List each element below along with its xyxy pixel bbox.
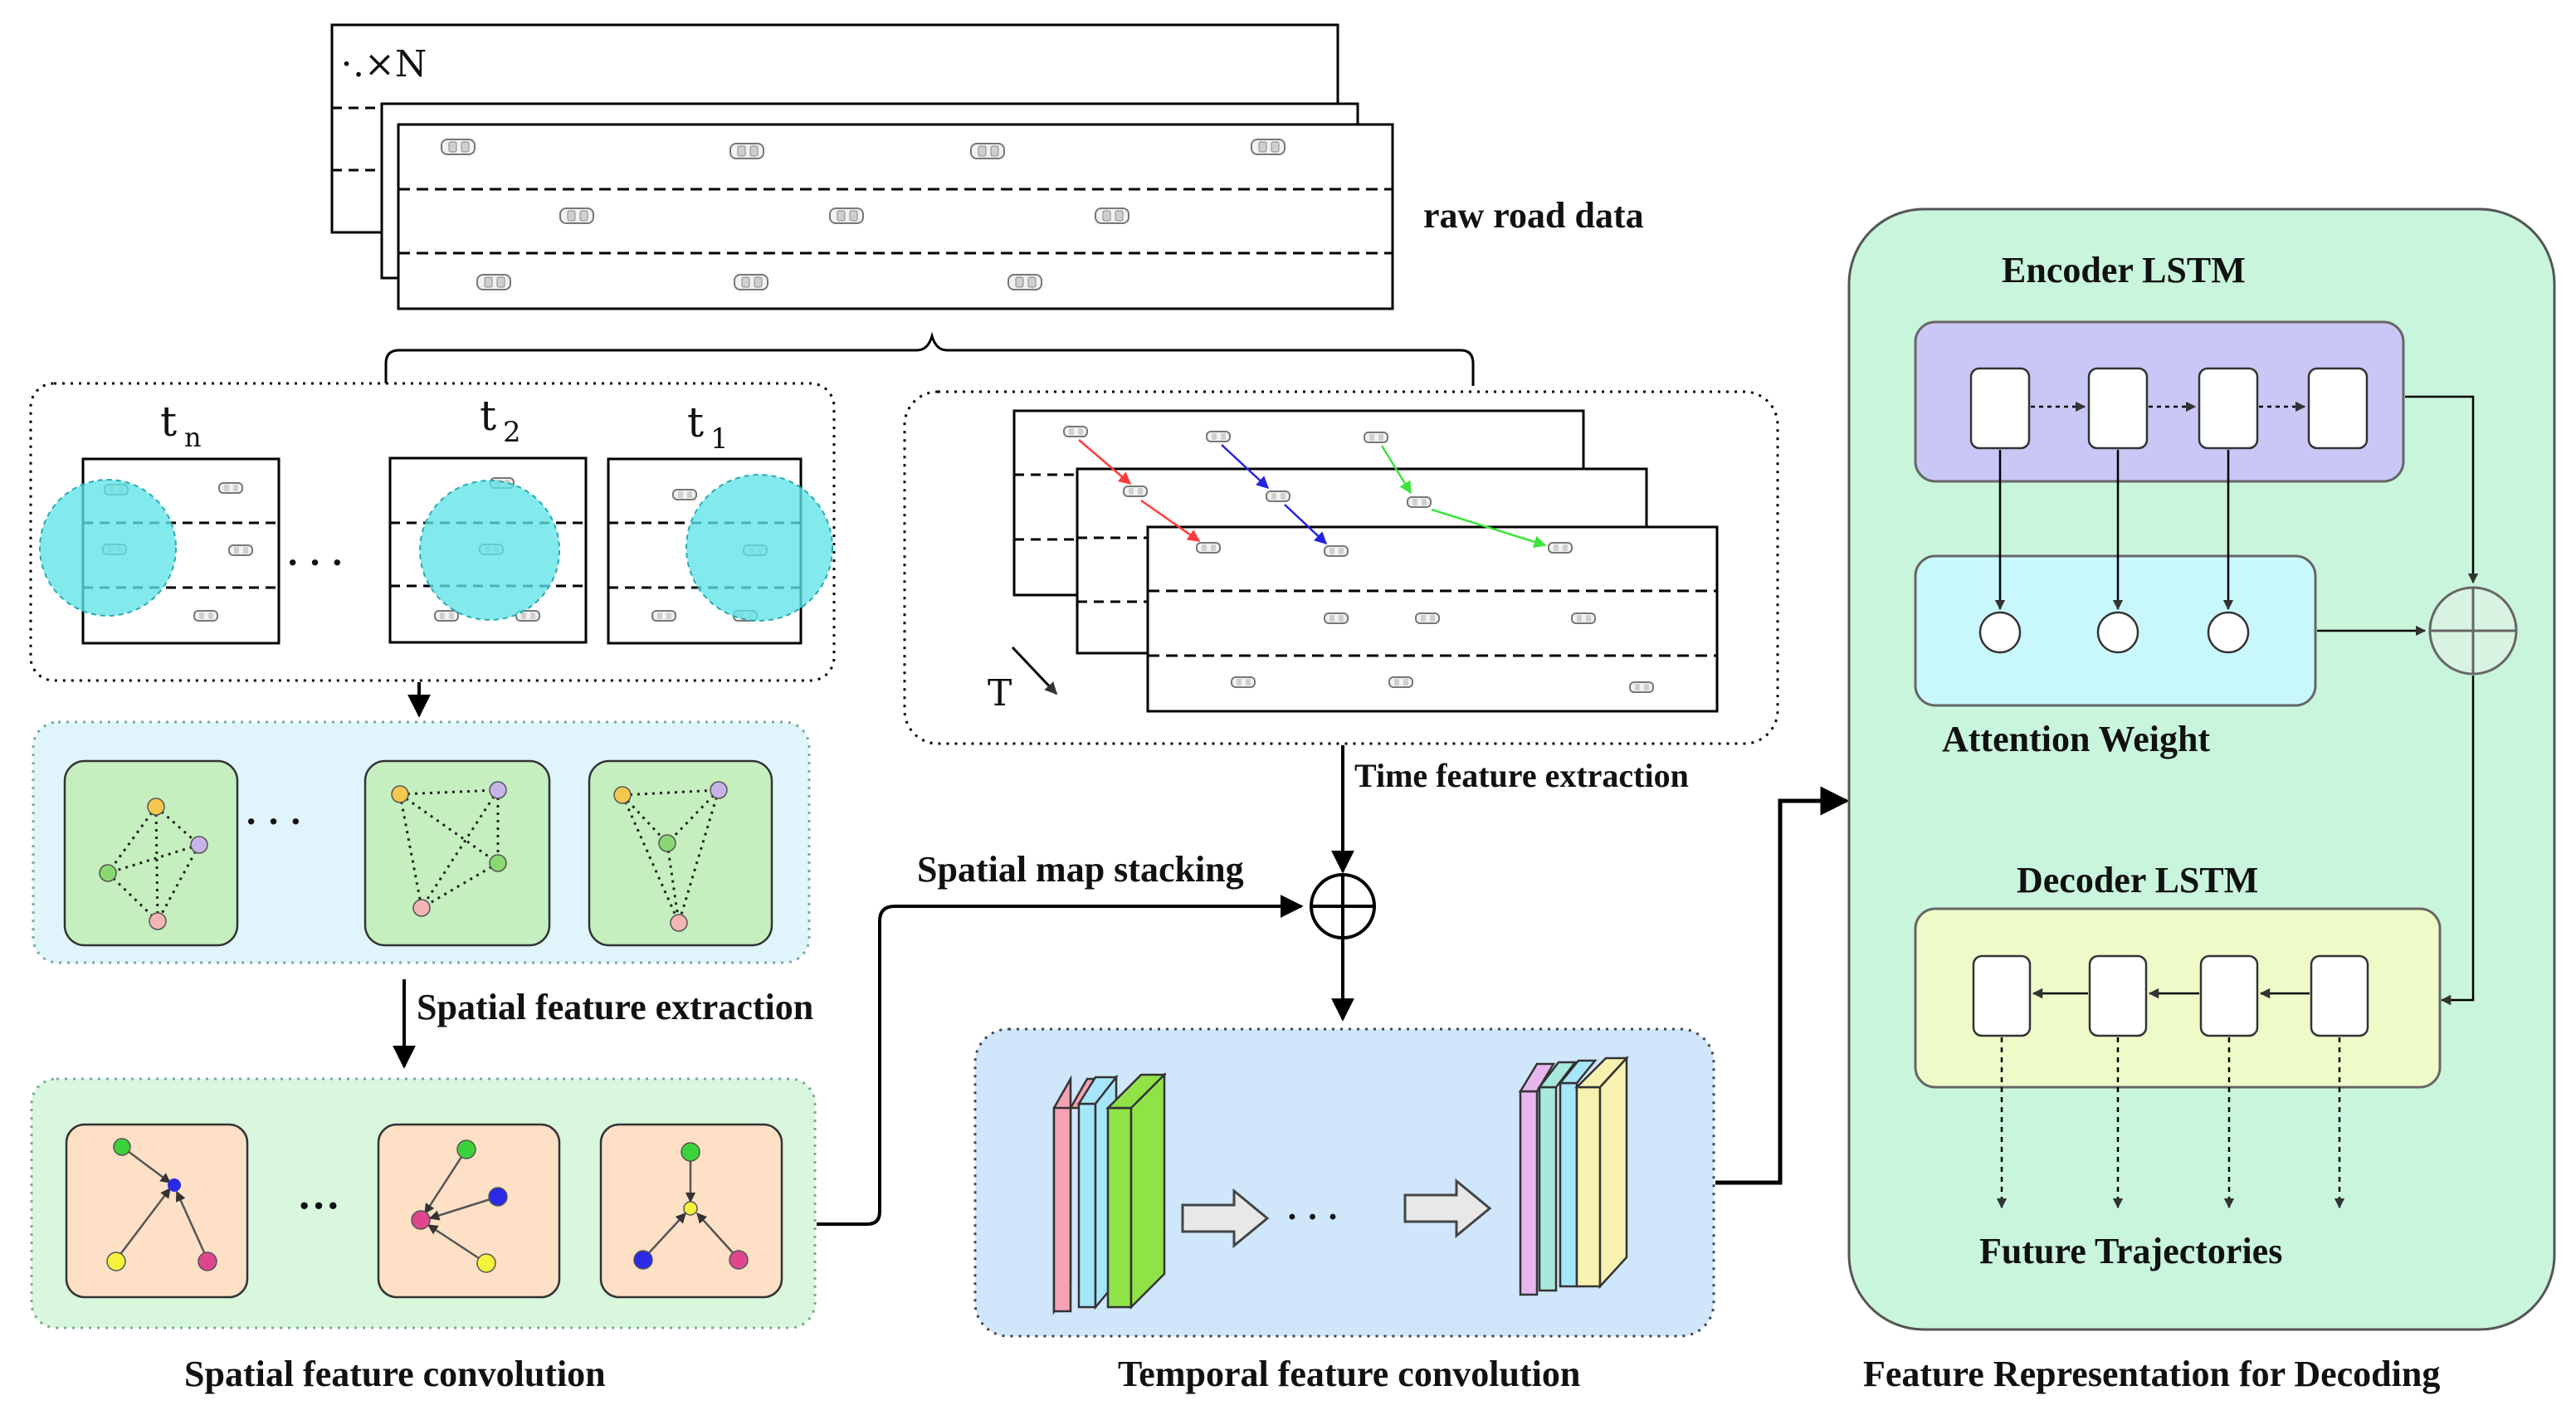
encoder-cell [2198, 367, 2259, 450]
time-label-tn-sub: n [184, 422, 202, 453]
encoder-cell [1969, 367, 2031, 450]
conv-arrow-1 [1181, 1188, 1270, 1249]
spatial-map-stacking-label: Spatial map stacking [917, 849, 1244, 890]
graph-tile-t2 [363, 759, 551, 947]
decoder-cell [2088, 954, 2148, 1037]
time-label-t2: t [480, 392, 496, 440]
attention-node [2207, 611, 2250, 654]
graph-ellipsis: · · · [245, 800, 302, 842]
encoder-lstm-label: Encoder LSTM [2002, 250, 2246, 290]
output-arrows [1996, 1037, 2345, 1209]
encoder-block [1914, 320, 2405, 483]
time-label-t1: t [687, 398, 704, 446]
decoder-cell [2310, 954, 2369, 1037]
neighborhood-circle [419, 480, 560, 621]
graph-tile-t1 [588, 759, 773, 947]
stack-count-label: ⋅.×N [340, 43, 427, 85]
sum-to-decoder-arrow [2440, 676, 2475, 1006]
conv-tile-1 [65, 1123, 249, 1299]
neighborhood-circle [685, 474, 833, 622]
time-label-tn: t [160, 398, 177, 446]
attention-block [1914, 450, 2317, 707]
attention-node [1978, 611, 2022, 654]
temporal-conv-panel: · · · [973, 1027, 1715, 1338]
future-trajectories-label: Future Trajectories [1979, 1231, 2282, 1271]
time-feature-extraction-label: Time feature extraction [1354, 757, 1689, 794]
feature-map-stack-output [1518, 1055, 1629, 1296]
trajectory-arrows [1078, 439, 1547, 549]
spatial-graph-panel: · · · [32, 720, 811, 964]
raw-road-frame [397, 123, 1394, 310]
decoder-cell [1972, 954, 2032, 1037]
attention-node [2096, 611, 2139, 654]
decoder-block [1914, 907, 2442, 1089]
feature-representation-label: Feature Representation for Decoding [1863, 1354, 2440, 1394]
split-brace [384, 331, 1475, 386]
decoder-cell [2199, 954, 2259, 1037]
spatial-map-connector [817, 895, 1304, 1226]
frame-t1 [607, 457, 833, 645]
graph-tile-tn [63, 759, 239, 947]
temporal-to-decoding-connector [1715, 786, 1850, 1185]
time-axis-arrow [1011, 646, 1058, 695]
snapshot-panel: t n t 2 t 1 · · · [29, 382, 836, 682]
frame-t2 [388, 456, 588, 644]
frame-ellipsis: · · · [286, 541, 344, 583]
conv-graph-ellipsis: ··· [297, 1183, 340, 1230]
conv-tile-2 [377, 1123, 561, 1299]
raw-road-data-stack: ⋅.×N [330, 23, 1394, 310]
conv-ellipsis: · · · [1286, 1198, 1339, 1237]
spatial-conv-panel: ··· [30, 1077, 817, 1330]
decoding-panel: Encoder LSTM Attention Weight [1847, 207, 2556, 1331]
spatial-feature-extraction-label: Spatial feature extraction [417, 987, 813, 1027]
attention-weight-label: Attention Weight [1942, 719, 2210, 759]
encoder-to-sum-arrow [2405, 395, 2479, 584]
neighborhood-circle [39, 479, 177, 617]
feature-map-stack-input [1052, 1071, 1168, 1315]
time-label-t1-sub: 1 [710, 422, 729, 456]
time-label-t2-sub: 2 [503, 416, 521, 449]
raw-road-data-label: raw road data [1423, 195, 1644, 236]
decoder-lstm-label: Decoder LSTM [2017, 860, 2258, 900]
stacking-sum-node [1310, 873, 1376, 939]
frame-tn [39, 457, 281, 645]
time-axis-label: T [988, 672, 1012, 715]
temporal-feature-convolution-label: Temporal feature convolution [1118, 1354, 1580, 1394]
spatial-feature-convolution-label: Spatial feature convolution [184, 1354, 606, 1394]
conv-tile-3 [599, 1123, 783, 1299]
time-panel: T [903, 390, 1779, 745]
context-sum-node [2428, 586, 2518, 676]
encoder-cell [2087, 367, 2149, 450]
encoder-cell [2307, 367, 2369, 450]
conv-arrow-2 [1403, 1178, 1492, 1239]
